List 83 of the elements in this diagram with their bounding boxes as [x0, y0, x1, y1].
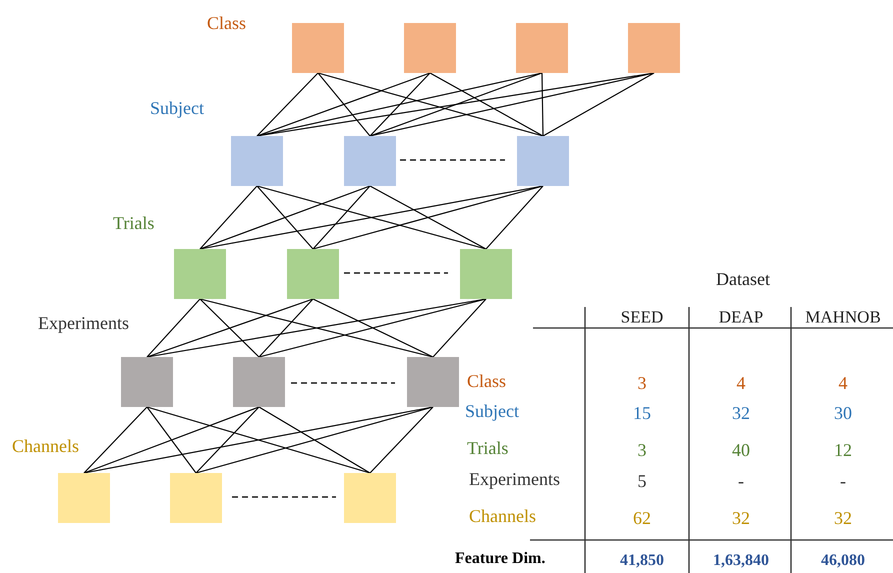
layer-label: Experiments: [38, 314, 129, 334]
connector-line: [256, 72, 430, 137]
layer-box: [516, 23, 568, 73]
table-cell: 3: [638, 441, 646, 461]
connector-line: [146, 406, 370, 474]
connector-line: [200, 186, 258, 250]
table-cell: 46,080: [821, 552, 865, 570]
table-cell: 5: [638, 472, 646, 492]
connector-line: [370, 186, 486, 250]
connector-line: [370, 72, 654, 137]
table-cell: 62: [633, 509, 651, 529]
table-cell: 1,63,840: [713, 552, 769, 570]
connector-line: [256, 186, 314, 250]
layer-box: [517, 136, 569, 186]
table-cell: 3: [638, 374, 646, 394]
connector-line: [370, 72, 542, 137]
connector-line: [318, 72, 370, 136]
column-header: MAHNOB: [805, 308, 881, 328]
layer-label: Channels: [12, 437, 79, 457]
table-cell: 4: [736, 374, 746, 394]
table-cell: 30: [834, 404, 852, 424]
connector-line: [312, 298, 434, 358]
table-cell: 4: [838, 374, 848, 394]
connector-line: [318, 72, 544, 137]
table-cell: 40: [732, 441, 750, 461]
connector-line: [430, 72, 544, 136]
connector-line: [256, 72, 318, 136]
connector-line: [312, 186, 370, 250]
layer-box: [121, 357, 173, 407]
connector-line: [146, 298, 314, 358]
layer-box: [231, 136, 283, 186]
connector-line: [432, 298, 486, 358]
connector-line: [370, 72, 430, 136]
connector-line: [200, 185, 370, 250]
layer-box: [174, 249, 226, 299]
connector-line: [256, 185, 486, 250]
connector-line: [84, 406, 148, 474]
layer-box: [628, 23, 680, 73]
connector-line: [196, 406, 260, 474]
column-header: SEED: [620, 308, 664, 328]
table-cell: 32: [732, 404, 750, 424]
connector-line: [541, 73, 544, 136]
table-cell: -: [738, 472, 744, 492]
row-label: Subject: [465, 402, 519, 422]
row-label: Trials: [467, 439, 508, 459]
connector-line: [258, 298, 314, 358]
connector-line: [196, 406, 434, 474]
layer-box: [233, 357, 285, 407]
table-cell: 41,850: [620, 552, 664, 570]
layer-box: [404, 23, 456, 73]
layer-label: Class: [207, 14, 246, 34]
table-cell: 15: [633, 404, 651, 424]
table-title: Dataset: [716, 270, 770, 290]
connector-line: [146, 406, 196, 474]
connector-line: [258, 406, 370, 474]
layer-box: [292, 23, 344, 73]
connector-line: [312, 185, 544, 250]
layer-box: [407, 357, 459, 407]
table-cell: 32: [732, 509, 750, 529]
connector-line: [84, 406, 260, 474]
row-label: Class: [467, 372, 506, 392]
layer-box: [287, 249, 339, 299]
connector-line: [258, 298, 486, 358]
column-header: DEAP: [718, 308, 764, 328]
layer-box: [344, 473, 396, 523]
layer-box: [170, 473, 222, 523]
layer-box: [460, 249, 512, 299]
connector-line: [146, 298, 200, 358]
connector-line: [200, 298, 434, 358]
layer-label: Trials: [113, 214, 154, 234]
table-cell: 12: [834, 441, 852, 461]
layer-label: Subject: [150, 99, 204, 119]
layer-box: [344, 136, 396, 186]
table-cell: -: [840, 472, 846, 492]
connector-line: [542, 72, 654, 136]
row-label: Channels: [469, 507, 536, 527]
layer-box: [58, 473, 110, 523]
connector-line: [200, 298, 260, 358]
connector-line: [370, 406, 434, 474]
row-label: Experiments: [469, 470, 560, 490]
row-label: Feature Dim.: [455, 550, 546, 568]
connector-line: [486, 186, 544, 250]
table-cell: 32: [834, 509, 852, 529]
